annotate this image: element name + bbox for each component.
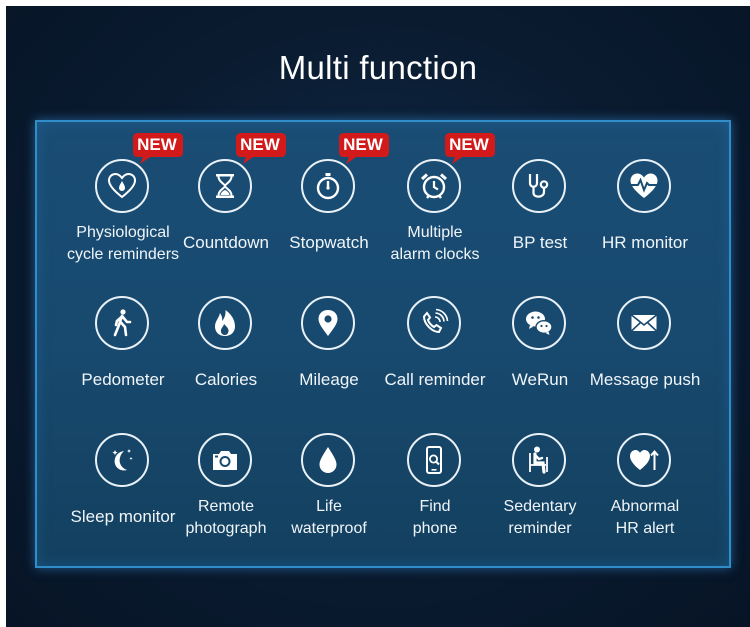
feature-calories: Calories xyxy=(156,296,296,426)
walking-person-icon xyxy=(95,296,149,350)
feature-label-line: BP test xyxy=(512,233,568,252)
feature-label-line: cycle reminders xyxy=(66,246,180,263)
feature-label: Life waterproof xyxy=(249,496,409,540)
feature-label-line: Message push xyxy=(589,370,701,389)
feature-label: Countdown xyxy=(146,232,306,254)
feature-label-line: Mileage xyxy=(299,370,359,389)
feature-label: Pedometer xyxy=(43,369,203,391)
seated-person-icon xyxy=(512,433,566,487)
feature-stopwatch: NEW Stopwatch xyxy=(259,133,399,289)
feature-label-line: phone xyxy=(412,520,458,537)
heart-drop-icon xyxy=(95,159,149,213)
feature-label: Sleep monitor xyxy=(43,506,203,528)
feature-label-line: waterproof xyxy=(291,520,367,537)
feature-poster: Multi function NEW Physiological cycle rem… xyxy=(6,6,750,627)
envelope-icon xyxy=(617,296,671,350)
feature-countdown: NEW Countdown xyxy=(156,133,296,289)
feature-label-line: WeRun xyxy=(511,370,569,389)
feature-label: WeRun xyxy=(460,369,620,391)
new-badge-label: NEW xyxy=(449,135,489,154)
feature-label: Call reminder xyxy=(355,369,515,391)
stethoscope-icon xyxy=(512,159,566,213)
feature-label-line: HR monitor xyxy=(602,233,688,252)
feature-label: BP test xyxy=(460,232,620,254)
feature-life-waterproof: Life waterproof xyxy=(259,433,399,563)
feature-sleep-monitor: Sleep monitor xyxy=(53,433,193,563)
feature-label-line: alarm clocks xyxy=(390,246,480,263)
new-badge: NEW xyxy=(444,131,496,164)
water-drop-icon xyxy=(301,433,355,487)
feature-label: Physiological cycle reminders xyxy=(43,222,203,266)
feature-label: Sedentary reminder xyxy=(460,496,620,540)
phone-ringing-icon xyxy=(407,296,461,350)
wechat-icon xyxy=(512,296,566,350)
heart-pulse-icon xyxy=(617,159,671,213)
feature-label-line: Sleep monitor xyxy=(70,507,176,526)
feature-label: Calories xyxy=(146,369,306,391)
feature-label: Stopwatch xyxy=(249,232,409,254)
feature-remote-photograph: Remote photograph xyxy=(156,433,296,563)
feature-label-line: Countdown xyxy=(182,233,269,252)
feature-label: Message push xyxy=(565,369,725,391)
feature-multiple-alarm-clocks: NEW Multiple alarm clocks xyxy=(365,133,505,289)
feature-label-line: Multiple xyxy=(407,224,463,241)
new-badge-label: NEW xyxy=(240,135,280,154)
feature-label: HR monitor xyxy=(565,232,725,254)
feature-label: Mileage xyxy=(249,369,409,391)
feature-label-line: Abnormal xyxy=(610,498,680,515)
feature-mileage: Mileage xyxy=(259,296,399,426)
location-pin-icon xyxy=(301,296,355,350)
feature-label-line: Pedometer xyxy=(81,370,165,389)
phone-search-icon xyxy=(407,433,461,487)
hourglass-icon xyxy=(198,159,252,213)
feature-label-line: HR alert xyxy=(615,520,675,537)
moon-stars-icon xyxy=(95,433,149,487)
feature-hr-monitor: HR monitor xyxy=(575,159,715,289)
new-badge: NEW xyxy=(235,131,287,164)
feature-label-line: Stopwatch xyxy=(289,233,369,252)
feature-label-line: Remote xyxy=(197,498,255,515)
flame-icon xyxy=(198,296,252,350)
feature-label-line: Call reminder xyxy=(384,370,486,389)
feature-abnormal-hr-alert: Abnormal HR alert xyxy=(575,433,715,563)
new-badge-label: NEW xyxy=(137,135,177,154)
camera-icon xyxy=(198,433,252,487)
feature-label: Multiple alarm clocks xyxy=(355,222,515,266)
new-badge: NEW xyxy=(132,131,184,164)
feature-label-line: Sedentary xyxy=(503,498,577,515)
alarm-clock-icon xyxy=(407,159,461,213)
feature-message-push: Message push xyxy=(575,296,715,426)
feature-label-line: reminder xyxy=(508,520,572,537)
feature-werun: WeRun xyxy=(470,296,610,426)
heart-arrow-icon xyxy=(617,433,671,487)
feature-label-line: Find xyxy=(419,498,451,515)
feature-panel: NEW Physiological cycle reminders NEW Countd… xyxy=(35,120,731,568)
feature-label: Remote photograph xyxy=(146,496,306,540)
feature-pedometer: Pedometer xyxy=(53,296,193,426)
feature-label-line: Physiological xyxy=(76,224,170,241)
feature-label-line: Calories xyxy=(194,370,258,389)
page-title: Multi function xyxy=(278,49,478,86)
feature-sedentary-reminder: Sedentary reminder xyxy=(470,433,610,563)
feature-bp-test: BP test xyxy=(470,159,610,289)
stopwatch-icon xyxy=(301,159,355,213)
feature-label: Find phone xyxy=(355,496,515,540)
feature-call-reminder: Call reminder xyxy=(365,296,505,426)
new-badge: NEW xyxy=(338,131,390,164)
feature-physiological-cycle-reminders: NEW Physiological cycle reminders xyxy=(53,133,193,289)
feature-label: Abnormal HR alert xyxy=(565,496,725,540)
feature-label-line: photograph xyxy=(185,520,267,537)
new-badge-label: NEW xyxy=(343,135,383,154)
feature-label-line: Life xyxy=(316,498,342,515)
feature-find-phone: Find phone xyxy=(365,433,505,563)
